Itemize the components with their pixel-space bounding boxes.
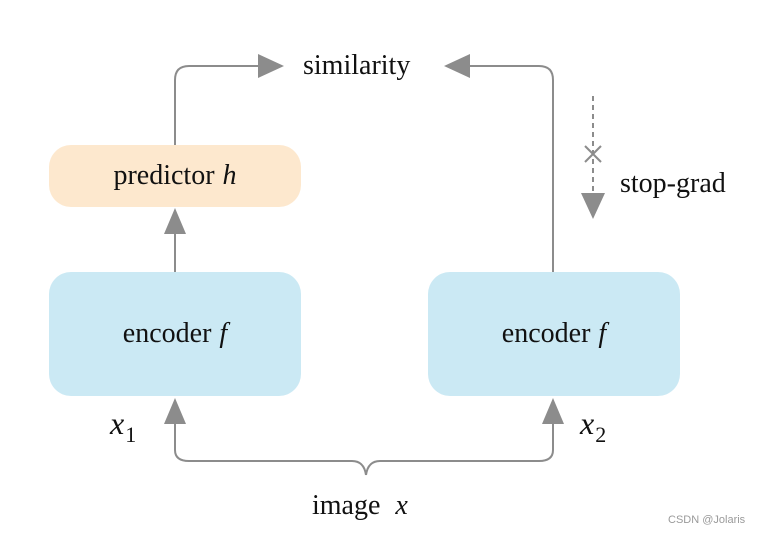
image-label: image x [312, 492, 408, 520]
predictor-to-similarity-arrowhead [258, 54, 284, 78]
encoder-box-right: encoder f [428, 272, 680, 396]
encoder-to-predictor-arrowhead [164, 208, 186, 234]
encoder-right-label: encoder [501, 318, 591, 349]
image-to-x1-arrow [174, 420, 367, 476]
encoder-right-to-similarity-arrowhead [444, 54, 470, 78]
x1-arrowhead [164, 398, 186, 424]
image-variable: x [395, 490, 408, 521]
x2-subscript: 2 [595, 422, 607, 447]
predictor-variable: h [222, 160, 237, 191]
stop-grad-arrowhead [581, 193, 605, 219]
x1-label: x1 [110, 405, 136, 446]
similarity-label: similarity [303, 50, 411, 81]
image-to-x2-arrow [365, 420, 554, 476]
predictor-box: predictor h [49, 145, 301, 207]
image-word: image [312, 490, 381, 521]
encoder-box-left: encoder f [49, 272, 301, 396]
predictor-label: predictor [113, 160, 215, 191]
encoder-right-to-similarity-arrow [448, 65, 554, 272]
watermark: CSDN @Jolaris [668, 514, 746, 526]
x1-symbol: x [110, 405, 125, 441]
x2-symbol: x [580, 405, 595, 441]
stop-grad-cross-icon [584, 145, 602, 163]
stop-grad-label: stop-grad [620, 168, 726, 199]
encoder-right-variable: f [598, 318, 607, 349]
encoder-left-label: encoder [122, 318, 212, 349]
predictor-to-similarity-arrow [174, 65, 282, 145]
encoder-left-variable: f [219, 318, 228, 349]
x2-label: x2 [580, 405, 606, 446]
x2-arrowhead [542, 398, 564, 424]
x1-subscript: 1 [125, 422, 137, 447]
